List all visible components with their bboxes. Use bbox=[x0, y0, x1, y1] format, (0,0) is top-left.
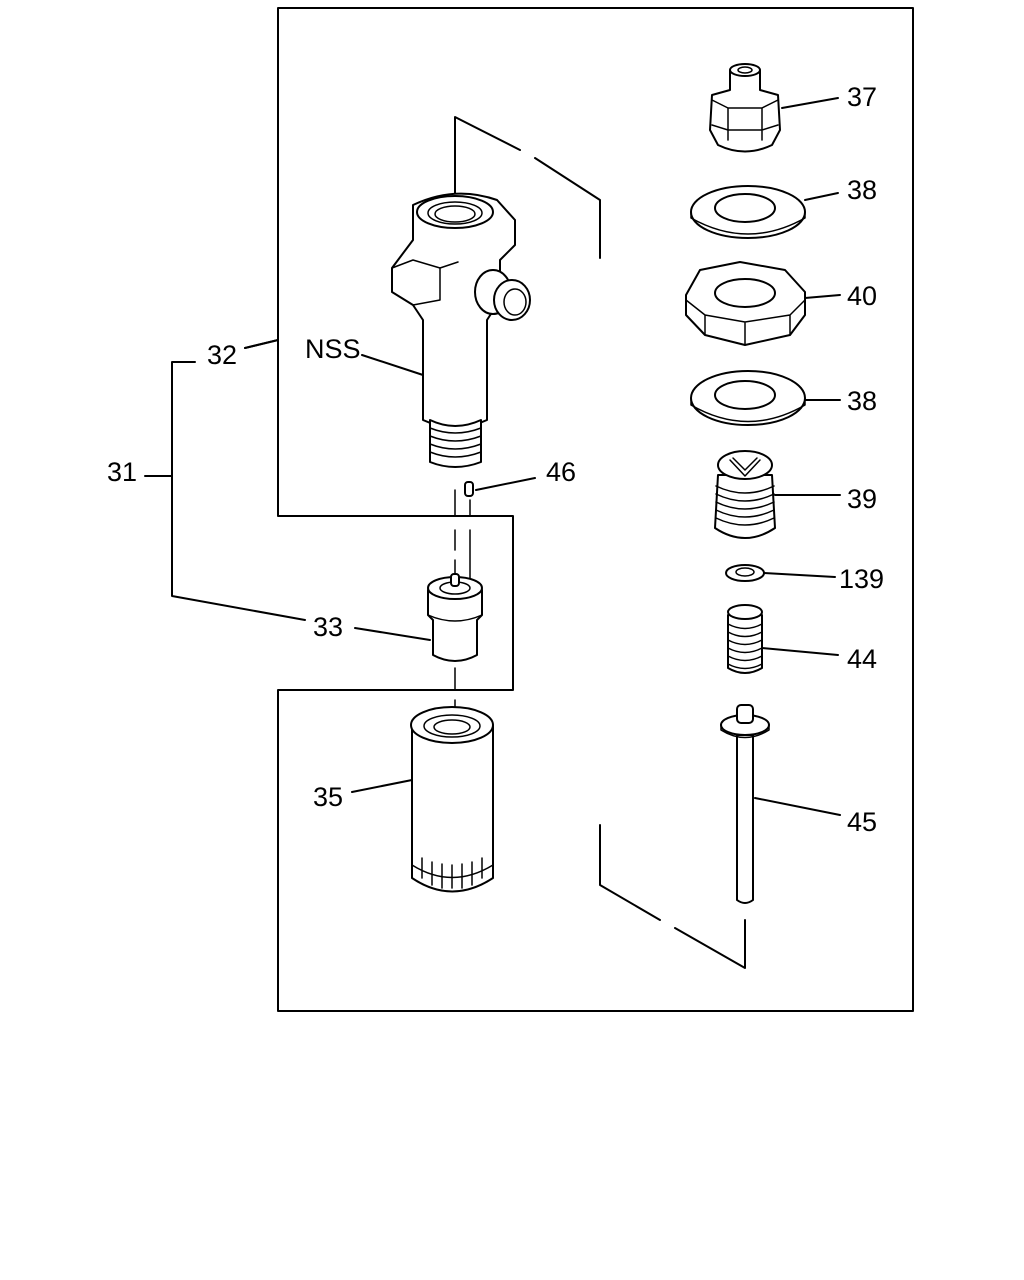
leader-37 bbox=[781, 97, 839, 109]
label-45: 45 bbox=[847, 807, 877, 837]
fitting-37 bbox=[709, 63, 781, 153]
leader-38-top bbox=[804, 192, 839, 201]
guide-line-top bbox=[454, 116, 601, 259]
screw-39 bbox=[714, 450, 776, 539]
label-46: 46 bbox=[546, 457, 576, 487]
leader-44 bbox=[761, 647, 839, 656]
label-31: 31 bbox=[107, 457, 137, 487]
label-37: 37 bbox=[847, 82, 877, 112]
label-39: 39 bbox=[847, 484, 877, 514]
leader-139 bbox=[763, 572, 836, 578]
spring-44 bbox=[727, 604, 763, 674]
label-nss: NSS bbox=[305, 334, 361, 364]
label-35: 35 bbox=[313, 782, 343, 812]
push-rod-45 bbox=[720, 704, 770, 904]
leader-32 bbox=[244, 339, 279, 349]
assembly-frame bbox=[277, 7, 914, 1012]
label-38-top: 38 bbox=[847, 175, 877, 205]
label-33: 33 bbox=[313, 612, 343, 642]
guide-line-bottom bbox=[599, 824, 746, 969]
leader-40 bbox=[804, 294, 841, 299]
label-38-bottom: 38 bbox=[847, 386, 877, 416]
label-139: 139 bbox=[839, 564, 884, 594]
leader-nss bbox=[361, 354, 424, 376]
bracket-31 bbox=[144, 339, 306, 621]
shim-139 bbox=[725, 564, 765, 582]
leader-33 bbox=[354, 627, 431, 641]
label-40: 40 bbox=[847, 281, 877, 311]
pin-46 bbox=[464, 481, 474, 497]
leader-35 bbox=[351, 779, 413, 793]
nut-40 bbox=[685, 261, 806, 346]
nozzle-holder-body bbox=[391, 192, 531, 468]
nozzle-33 bbox=[427, 573, 483, 662]
washer-38-bottom bbox=[690, 370, 806, 426]
label-44: 44 bbox=[847, 644, 877, 674]
washer-38-top bbox=[690, 185, 806, 239]
retaining-nut-35 bbox=[410, 706, 494, 893]
leader-46 bbox=[475, 477, 536, 491]
leader-45 bbox=[754, 797, 841, 816]
label-32: 32 bbox=[207, 340, 237, 370]
